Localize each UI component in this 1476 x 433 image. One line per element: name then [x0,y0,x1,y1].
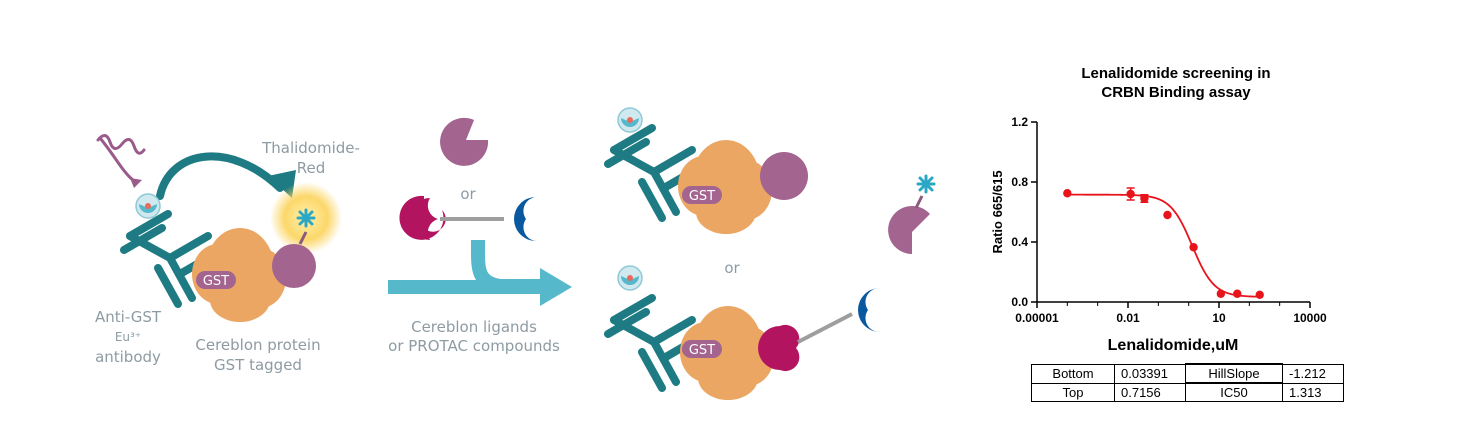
excitation-wave-icon [96,134,146,155]
bound-ligand-top-icon [760,152,808,200]
y-tick-label: 0.4 [1011,235,1028,249]
fret-arc-arrow-icon [156,152,284,200]
assay-diagram: GST Thalidomide- Red Anti-GST Eu³⁺ antib… [95,107,936,400]
thalidomide-ligand-icon [272,244,316,288]
y-ticks: 0.0 0.4 0.8 1.2 [1011,115,1037,309]
y-tick-label: 0.0 [1011,295,1028,309]
eu-donor-bottom-icon [617,265,643,291]
x-tick-label: 10000 [1293,311,1327,325]
table-row: Bottom 0.03391 HillSlope -1.212 [1031,363,1344,384]
protac-target-end-icon [514,197,536,241]
param-key: IC50 [1185,382,1283,402]
data-point [1126,189,1135,199]
dose-response-chart: Lenalidomide screening in CRBN Binding a… [990,65,1327,354]
cereblon-label-1: Cereblon protein [195,336,320,354]
data-point [1189,243,1198,252]
fluorophore-icon [296,208,316,228]
protac-bound-cereblon-end-icon [758,324,800,372]
data-point [1063,189,1072,198]
param-value: -1.212 [1282,363,1344,384]
data-point [1233,289,1242,298]
param-value: 0.7156 [1114,382,1186,402]
free-tracer-icon [888,206,930,254]
data-point [1163,210,1172,220]
free-fluorophore-icon [916,174,936,194]
fit-parameters-table: Bottom 0.03391 HillSlope -1.212 Top 0.71… [1031,363,1344,402]
gst-label-top: GST [689,189,715,204]
fit-curve [1067,193,1260,298]
data-point [1216,289,1226,298]
or-top-label: or [460,185,476,203]
param-value: 0.03391 [1114,363,1186,384]
y-axis-label: Ratio 665/615 [990,170,1005,253]
param-key: Bottom [1031,363,1115,384]
gst-tag [196,271,236,289]
ligands-label-2: or PROTAC compounds [388,337,560,355]
gst-label: GST [203,274,229,289]
data-point [1140,194,1149,203]
protac-bound-target-end-icon [858,287,880,333]
gst-tag-top [682,186,722,204]
antibody-label-2: Eu³⁺ [115,330,141,344]
gst-label-bottom: GST [689,343,715,358]
data-points [1063,189,1264,299]
or-right-label: or [724,259,740,277]
data-point [1255,290,1264,299]
x-tick-label: 10 [1212,311,1226,325]
table-row: Top 0.7156 IC50 1.313 [1031,382,1344,402]
antibody-label-1: Anti-GST [95,308,162,326]
param-value: 1.313 [1282,382,1344,402]
x-ticks: 0.00001 0.01 10 10000 [1015,302,1327,325]
eu-donor-icon [135,193,161,219]
thalidomide-red-label-1: Thalidomide- [261,139,360,157]
ligand-pacman-icon [440,117,489,166]
cereblon-label-2: GST tagged [214,356,302,374]
gst-tag-bottom [682,340,722,358]
ligands-label-1: Cereblon ligands [411,318,537,336]
displacement-arrow-icon [470,239,540,293]
y-tick-label: 0.8 [1011,175,1028,189]
eu-donor-top-icon [617,107,643,133]
param-key: HillSlope [1185,363,1283,384]
antibody-label-3: antibody [95,348,161,366]
param-key: Top [1031,382,1115,402]
chart-title-line-1: Lenalidomide screening in [1081,65,1270,82]
y-tick-label: 1.2 [1011,115,1028,129]
chart-title-line-2: CRBN Binding assay [1101,84,1251,101]
x-tick-label: 0.01 [1116,311,1140,325]
thalidomide-red-label-2: Red [297,159,326,177]
x-tick-label: 0.00001 [1015,311,1059,325]
protac-bound-linker [797,312,853,344]
x-axis-label: Lenalidomide,uM [1108,337,1239,354]
